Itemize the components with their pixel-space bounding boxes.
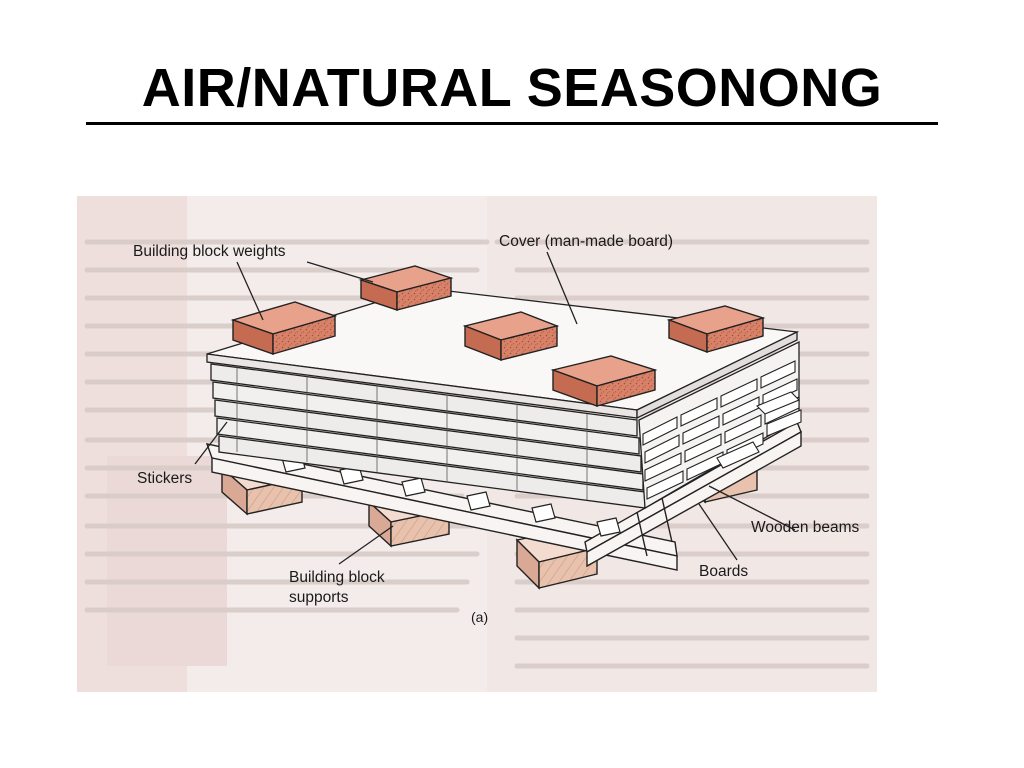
timber-stack-diagram: Building block weights Cover (man-made b… — [77, 196, 877, 692]
figure-tag: (a) — [471, 609, 488, 625]
title-underline — [86, 122, 938, 125]
label-cover: Cover (man-made board) — [499, 233, 673, 250]
wooden-beams — [205, 420, 802, 571]
label-building-block-weights: Building block weights — [133, 243, 286, 260]
label-building-block-supports-line1: Building block — [289, 569, 385, 586]
label-boards: Boards — [699, 563, 748, 580]
leader-lines — [194, 251, 796, 565]
label-building-block-supports-line2: supports — [289, 589, 349, 606]
label-wooden-beams: Wooden beams — [751, 519, 860, 536]
building-block-weights — [230, 265, 766, 407]
label-stickers: Stickers — [137, 470, 192, 487]
slide-title: AIR/NATURAL SEASONONG — [141, 58, 883, 118]
